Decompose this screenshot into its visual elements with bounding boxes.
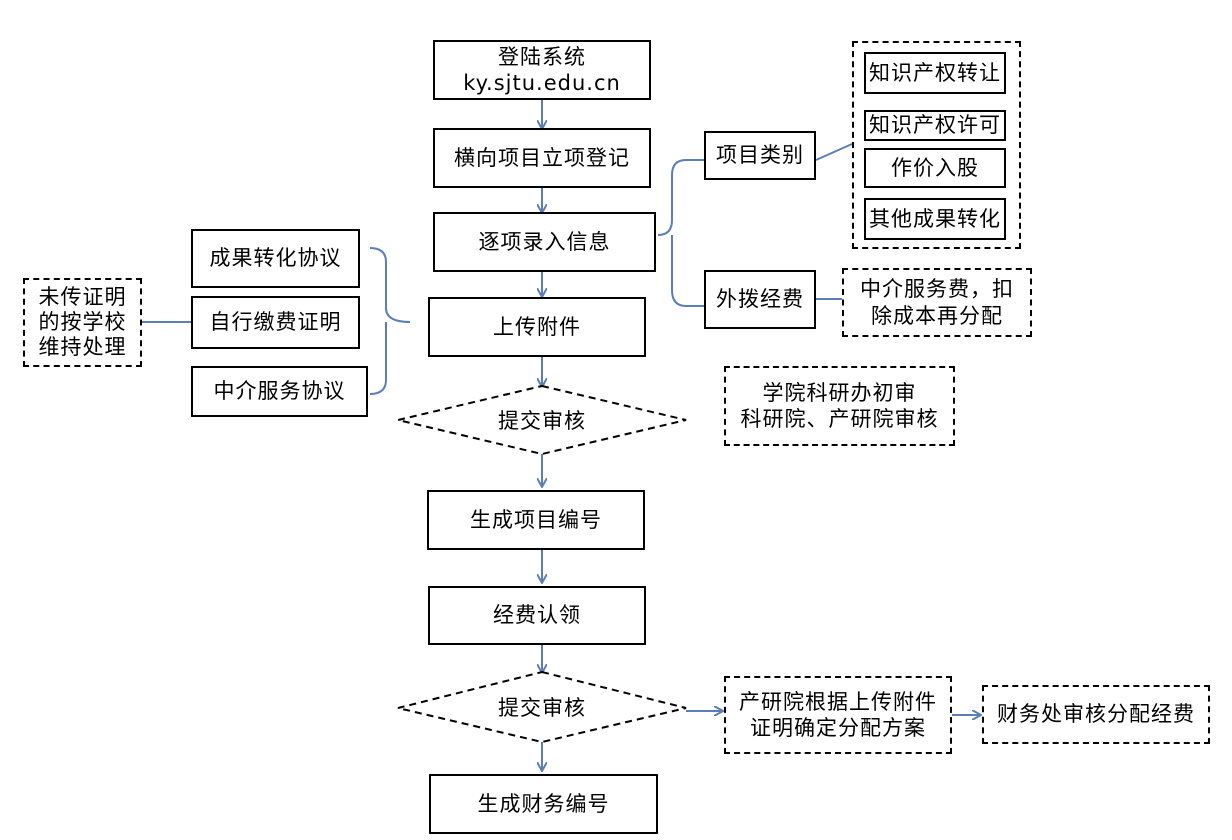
intermediary-fee-line1: 中介服务费，扣 bbox=[860, 277, 1014, 302]
entry-box: 逐项录入信息 bbox=[433, 212, 656, 272]
project-no-label: 生成项目编号 bbox=[470, 507, 602, 532]
category-equity-label: 作价入股 bbox=[891, 155, 979, 180]
brace-attachments bbox=[369, 247, 411, 395]
category-other-label: 其他成果转化 bbox=[869, 206, 1001, 231]
attachment-intermediary: 中介服务协议 bbox=[191, 366, 368, 417]
finance-no-box: 生成财务编号 bbox=[429, 774, 658, 834]
attachment-intermediary-label: 中介服务协议 bbox=[213, 379, 346, 404]
unproven-note-line3: 维持处理 bbox=[38, 335, 127, 360]
category-transfer: 知识产权转让 bbox=[864, 52, 1006, 94]
diamond-submit-review-2 bbox=[397, 670, 687, 744]
unproven-note-line1: 未传证明 bbox=[38, 284, 127, 309]
review-note-line1: 学院科研办初审 bbox=[762, 380, 917, 405]
unproven-note: 未传证明 的按学校 维持处理 bbox=[23, 278, 142, 367]
project-category-label: 项目类别 bbox=[716, 143, 804, 168]
project-no-box: 生成项目编号 bbox=[427, 490, 645, 550]
attachment-agreement: 成果转化协议 bbox=[191, 229, 360, 288]
login-title: 登陆系统 bbox=[498, 44, 586, 69]
intermediary-fee-line2: 除成本再分配 bbox=[871, 303, 1003, 328]
external-funds-label: 外拨经费 bbox=[716, 287, 804, 312]
review-note-line2: 科研院、产研院审核 bbox=[740, 407, 939, 431]
diamond-submit-review-1 bbox=[397, 384, 687, 456]
external-funds-box: 外拨经费 bbox=[704, 270, 816, 329]
register-label: 横向项目立项登记 bbox=[454, 145, 630, 170]
entry-label: 逐项录入信息 bbox=[478, 229, 611, 254]
login-url: ky.sjtu.edu.cn bbox=[463, 71, 621, 95]
category-transfer-label: 知识产权转让 bbox=[869, 60, 1001, 85]
unproven-note-line2: 的按学校 bbox=[38, 309, 127, 334]
brace-entry-right bbox=[657, 159, 704, 307]
category-group bbox=[852, 41, 1021, 249]
finance-no-label: 生成财务编号 bbox=[477, 791, 610, 816]
intermediary-fee-note: 中介服务费，扣 除成本再分配 bbox=[842, 268, 1032, 337]
connector-category-to-group bbox=[815, 143, 853, 161]
distribution-plan-note: 产研院根据上传附件 证明确定分配方案 bbox=[724, 676, 952, 754]
review-note: 学院科研办初审 科研院、产研院审核 bbox=[724, 366, 955, 446]
category-equity: 作价入股 bbox=[864, 148, 1006, 188]
attachment-payment-proof-label: 自行缴费证明 bbox=[209, 310, 342, 335]
submit-review-1-label: 提交审核 bbox=[498, 409, 586, 433]
finance-review-note: 财务处审核分配经费 bbox=[982, 685, 1210, 744]
category-license-label: 知识产权许可 bbox=[869, 113, 1001, 138]
claim-funds-box: 经费认领 bbox=[428, 586, 646, 645]
attachment-payment-proof: 自行缴费证明 bbox=[191, 296, 360, 349]
register-box: 横向项目立项登记 bbox=[433, 128, 651, 188]
distribution-plan-line2: 证明确定分配方案 bbox=[750, 716, 926, 740]
category-license: 知识产权许可 bbox=[864, 110, 1006, 141]
claim-funds-label: 经费认领 bbox=[493, 603, 581, 628]
upload-box: 上传附件 bbox=[428, 297, 646, 357]
submit-review-2-label: 提交审核 bbox=[498, 696, 586, 720]
attachment-agreement-label: 成果转化协议 bbox=[209, 246, 342, 271]
finance-review-label: 财务处审核分配经费 bbox=[997, 702, 1195, 727]
category-other: 其他成果转化 bbox=[864, 198, 1006, 240]
project-category-box: 项目类别 bbox=[704, 131, 816, 180]
login-box: 登陆系统 ky.sjtu.edu.cn bbox=[433, 40, 651, 100]
upload-label: 上传附件 bbox=[493, 314, 581, 339]
distribution-plan-line1: 产研院根据上传附件 bbox=[739, 689, 937, 714]
